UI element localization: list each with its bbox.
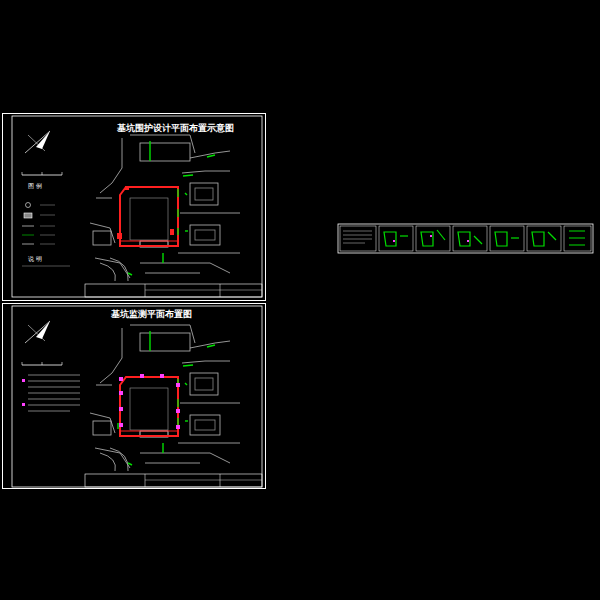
legend-heading: 说 明 — [28, 256, 42, 262]
drawing-sheet: 基坑围护设计平面布置示意图 — [2, 113, 266, 301]
sheet-title: 基坑监测平面布置图 — [111, 310, 192, 320]
sheet-title: 基坑围护设计平面布置示意图 — [117, 124, 234, 134]
legend-heading: 图 例 — [28, 183, 42, 189]
drawing-sheet: 基坑监测平面布置图 — [2, 303, 266, 489]
